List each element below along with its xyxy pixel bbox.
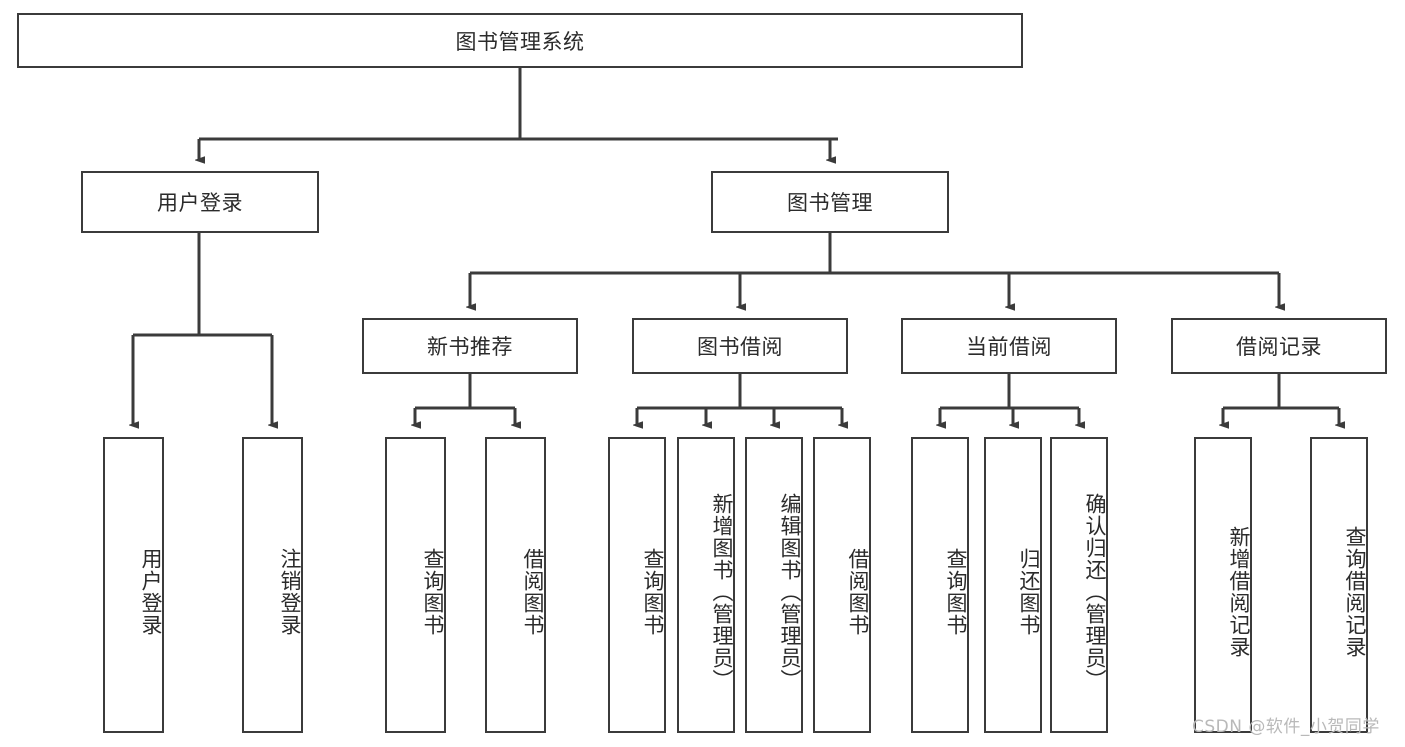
node-leaf-query-book-1-label: 查询图书: [421, 548, 445, 636]
node-current-borrow[interactable]: 当前借阅: [901, 318, 1117, 374]
node-leaf-borrow-book-2-label: 借阅图书: [846, 548, 870, 636]
node-book-borrow-label: 图书借阅: [697, 335, 783, 359]
node-new-book-recommend[interactable]: 新书推荐: [362, 318, 578, 374]
node-leaf-add-book[interactable]: 新增图书（管理员）: [677, 437, 735, 733]
node-user-login[interactable]: 用户登录: [81, 171, 319, 233]
node-leaf-query-record-label: 查询借阅记录: [1343, 526, 1367, 658]
node-leaf-edit-book-label: 编辑图书（管理员）: [778, 493, 802, 691]
node-leaf-query-book-1[interactable]: 查询图书: [385, 437, 446, 733]
node-root[interactable]: 图书管理系统: [17, 13, 1023, 68]
node-leaf-query-book-2-label: 查询图书: [641, 548, 665, 636]
node-borrow-record-label: 借阅记录: [1236, 335, 1322, 359]
node-borrow-record[interactable]: 借阅记录: [1171, 318, 1387, 374]
node-new-book-recommend-label: 新书推荐: [427, 335, 513, 359]
node-leaf-query-book-3[interactable]: 查询图书: [911, 437, 969, 733]
node-book-manage-label: 图书管理: [787, 191, 873, 215]
csdn-watermark: CSDN @软件_小贺同学: [1192, 717, 1380, 737]
node-book-borrow[interactable]: 图书借阅: [632, 318, 848, 374]
node-book-manage[interactable]: 图书管理: [711, 171, 949, 233]
node-leaf-add-record[interactable]: 新增借阅记录: [1194, 437, 1252, 733]
node-root-label: 图书管理系统: [455, 29, 585, 54]
node-leaf-confirm-return-label: 确认归还（管理员）: [1083, 493, 1107, 691]
node-leaf-add-book-label: 新增图书（管理员）: [710, 493, 734, 691]
node-leaf-return-book-label: 归还图书: [1017, 548, 1041, 636]
node-leaf-confirm-return[interactable]: 确认归还（管理员）: [1050, 437, 1108, 733]
node-leaf-borrow-book-1-label: 借阅图书: [521, 548, 545, 636]
node-leaf-query-book-2[interactable]: 查询图书: [608, 437, 666, 733]
node-current-borrow-label: 当前借阅: [966, 335, 1052, 359]
node-leaf-query-book-3-label: 查询图书: [944, 548, 968, 636]
node-leaf-user-login[interactable]: 用户登录: [103, 437, 164, 733]
node-user-login-label: 用户登录: [157, 191, 243, 215]
node-leaf-user-login-label: 用户登录: [139, 548, 163, 636]
node-leaf-borrow-book-1[interactable]: 借阅图书: [485, 437, 546, 733]
node-leaf-logout[interactable]: 注销登录: [242, 437, 303, 733]
node-leaf-logout-label: 注销登录: [278, 548, 302, 636]
node-leaf-return-book[interactable]: 归还图书: [984, 437, 1042, 733]
node-leaf-borrow-book-2[interactable]: 借阅图书: [813, 437, 871, 733]
node-leaf-query-record[interactable]: 查询借阅记录: [1310, 437, 1368, 733]
node-leaf-edit-book[interactable]: 编辑图书（管理员）: [745, 437, 803, 733]
node-leaf-add-record-label: 新增借阅记录: [1227, 526, 1251, 658]
